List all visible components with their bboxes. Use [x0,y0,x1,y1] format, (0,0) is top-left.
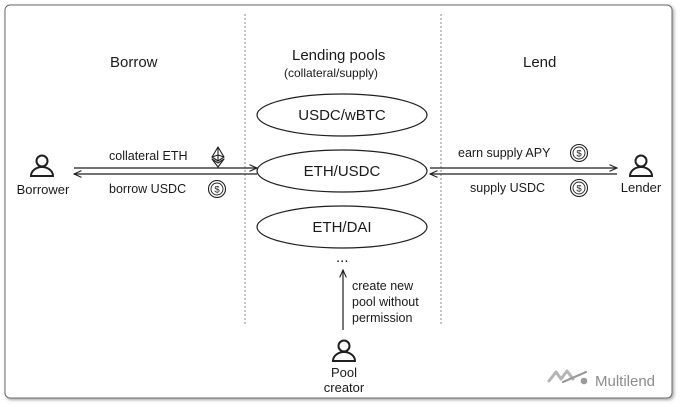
column-subheader-collateral-supply: (collateral/supply) [284,66,379,80]
multilend-logo-icon [547,369,588,385]
collateral-eth-label: collateral ETH [109,149,188,163]
pool-ellipse-usdc-wbtc [256,93,428,137]
creator-name-line1: Pool [330,365,358,380]
brand-name: Multilend [595,373,656,390]
pool-label-eth-usdc: ETH/USDC [303,163,381,180]
borrower-name: Borrower [16,182,70,197]
ethereum-icon [211,146,225,168]
lender-name: Lender [620,180,662,195]
lender-user-icon [628,154,654,177]
column-header-borrow: Borrow [110,54,158,71]
create-pool-note-line1: create new [352,279,414,293]
svg-text:$: $ [576,149,582,160]
creator-user-icon [331,339,357,362]
dollar-coin-icon-supply: $ [569,178,589,198]
supply-usdc-label: supply USDC [470,181,546,195]
borrower-user-icon [29,154,55,177]
svg-text:$: $ [576,184,582,195]
creator-name-line2: creator [323,380,365,395]
dollar-coin-icon-earn: $ [569,143,589,163]
pool-label-usdc-wbtc: USDC/wBTC [298,107,386,124]
pool-ellipse-eth-dai [256,205,428,249]
column-header-lending-pools: Lending pools [292,47,386,64]
earn-supply-apy-label: earn supply APY [458,146,551,160]
dollar-coin-icon-borrow: $ [207,179,227,199]
borrow-usdc-label: borrow USDC [109,182,187,196]
column-header-lend: Lend [523,54,557,71]
svg-text:$: $ [214,185,220,196]
pool-label-eth-dai: ETH/DAI [312,219,372,236]
diagram-frame [4,4,673,399]
create-pool-note-line2: pool without [352,295,419,309]
create-pool-note-line3: permission [352,311,413,325]
pool-more-ellipsis: ... [336,249,349,266]
